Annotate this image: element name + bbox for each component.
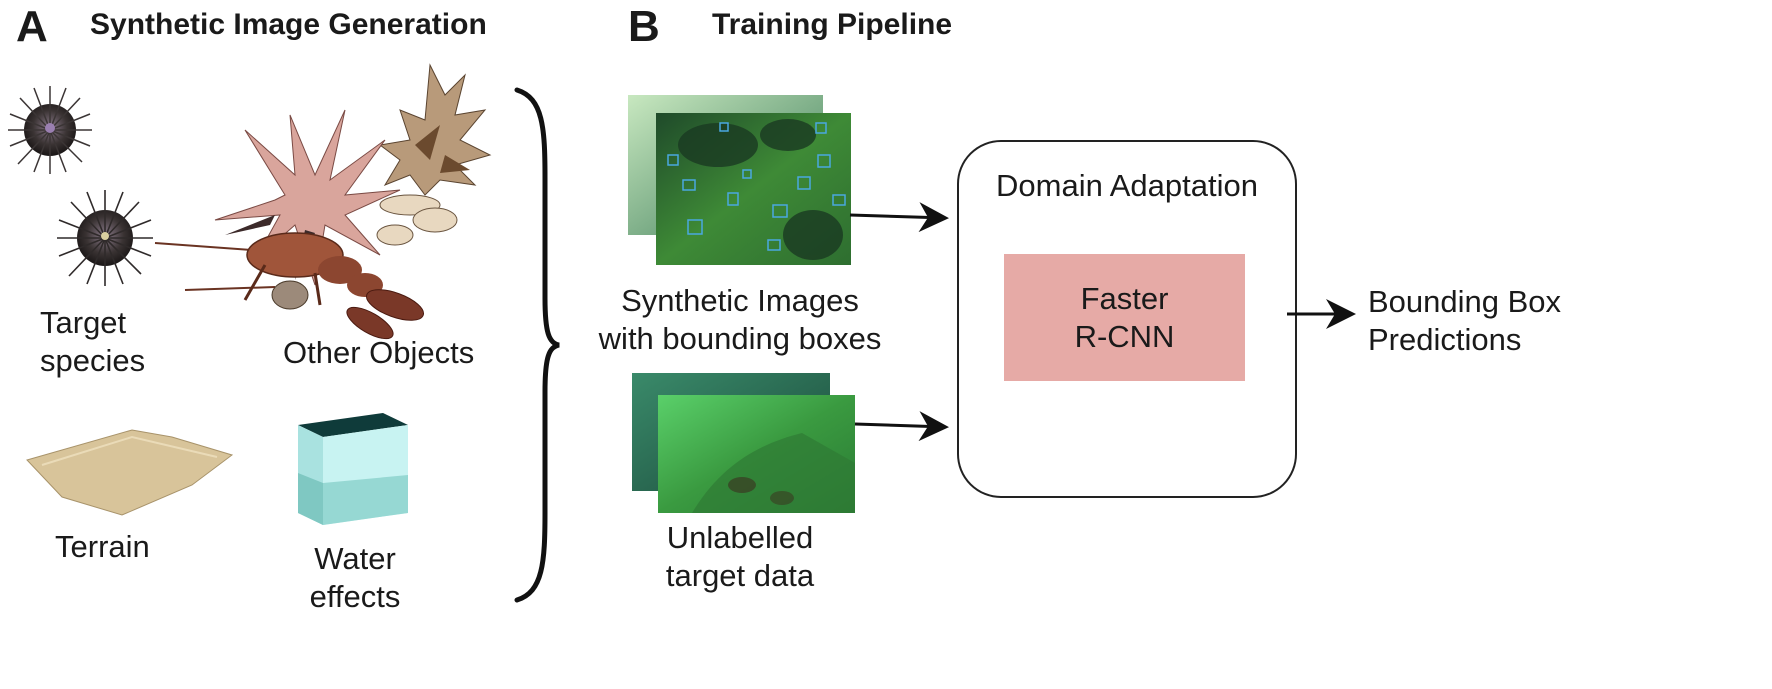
panel-a-letter: A: [16, 2, 48, 51]
water-effects-illustration: [298, 413, 408, 525]
curly-brace: [514, 87, 560, 603]
model-line-2: R-CNN: [1074, 318, 1175, 354]
unlabelled-line-1: Unlabelled: [666, 520, 814, 555]
target-species-label: Target species: [40, 304, 145, 380]
unlabelled-data-stack: [632, 373, 855, 513]
synthetic-images-stack: [628, 95, 851, 265]
other-objects-illustration: [154, 63, 492, 340]
model-line-1: Faster: [1080, 280, 1169, 316]
target-species-line-1: Target: [40, 305, 127, 340]
panel-a-title: Synthetic Image Generation: [90, 8, 487, 41]
output-line-2: Predictions: [1368, 322, 1522, 357]
panel-b-title: Training Pipeline: [712, 8, 953, 41]
terrain-label: Terrain: [55, 529, 150, 564]
sea-urchin-illustration: [8, 86, 153, 286]
water-effects-line-1: Water: [314, 541, 396, 576]
synthetic-images-line-2: with bounding boxes: [598, 321, 882, 356]
output-line-1: Bounding Box: [1368, 284, 1562, 319]
synthetic-arrow: [849, 202, 949, 233]
synthetic-images-label: Synthetic Images with bounding boxes: [590, 282, 890, 358]
water-effects-line-2: effects: [309, 579, 401, 614]
water-effects-label: Water effects: [300, 540, 410, 616]
panel-b-letter: B: [628, 2, 660, 51]
unlabelled-arrow: [854, 411, 949, 442]
terrain-illustration: [26, 429, 234, 516]
synthetic-images-line-1: Synthetic Images: [621, 283, 859, 318]
other-objects-label: Other Objects: [283, 335, 475, 370]
unlabelled-line-2: target data: [665, 558, 815, 593]
input-arrows: [849, 202, 949, 442]
faster-rcnn-box: Faster R-CNN: [1004, 254, 1245, 381]
output-label: Bounding Box Predictions: [1368, 283, 1561, 359]
domain-adaptation-label: Domain Adaptation: [996, 168, 1258, 203]
target-species-line-2: species: [40, 343, 146, 378]
output-arrow: [1287, 299, 1356, 329]
unlabelled-data-label: Unlabelled target data: [640, 519, 840, 595]
